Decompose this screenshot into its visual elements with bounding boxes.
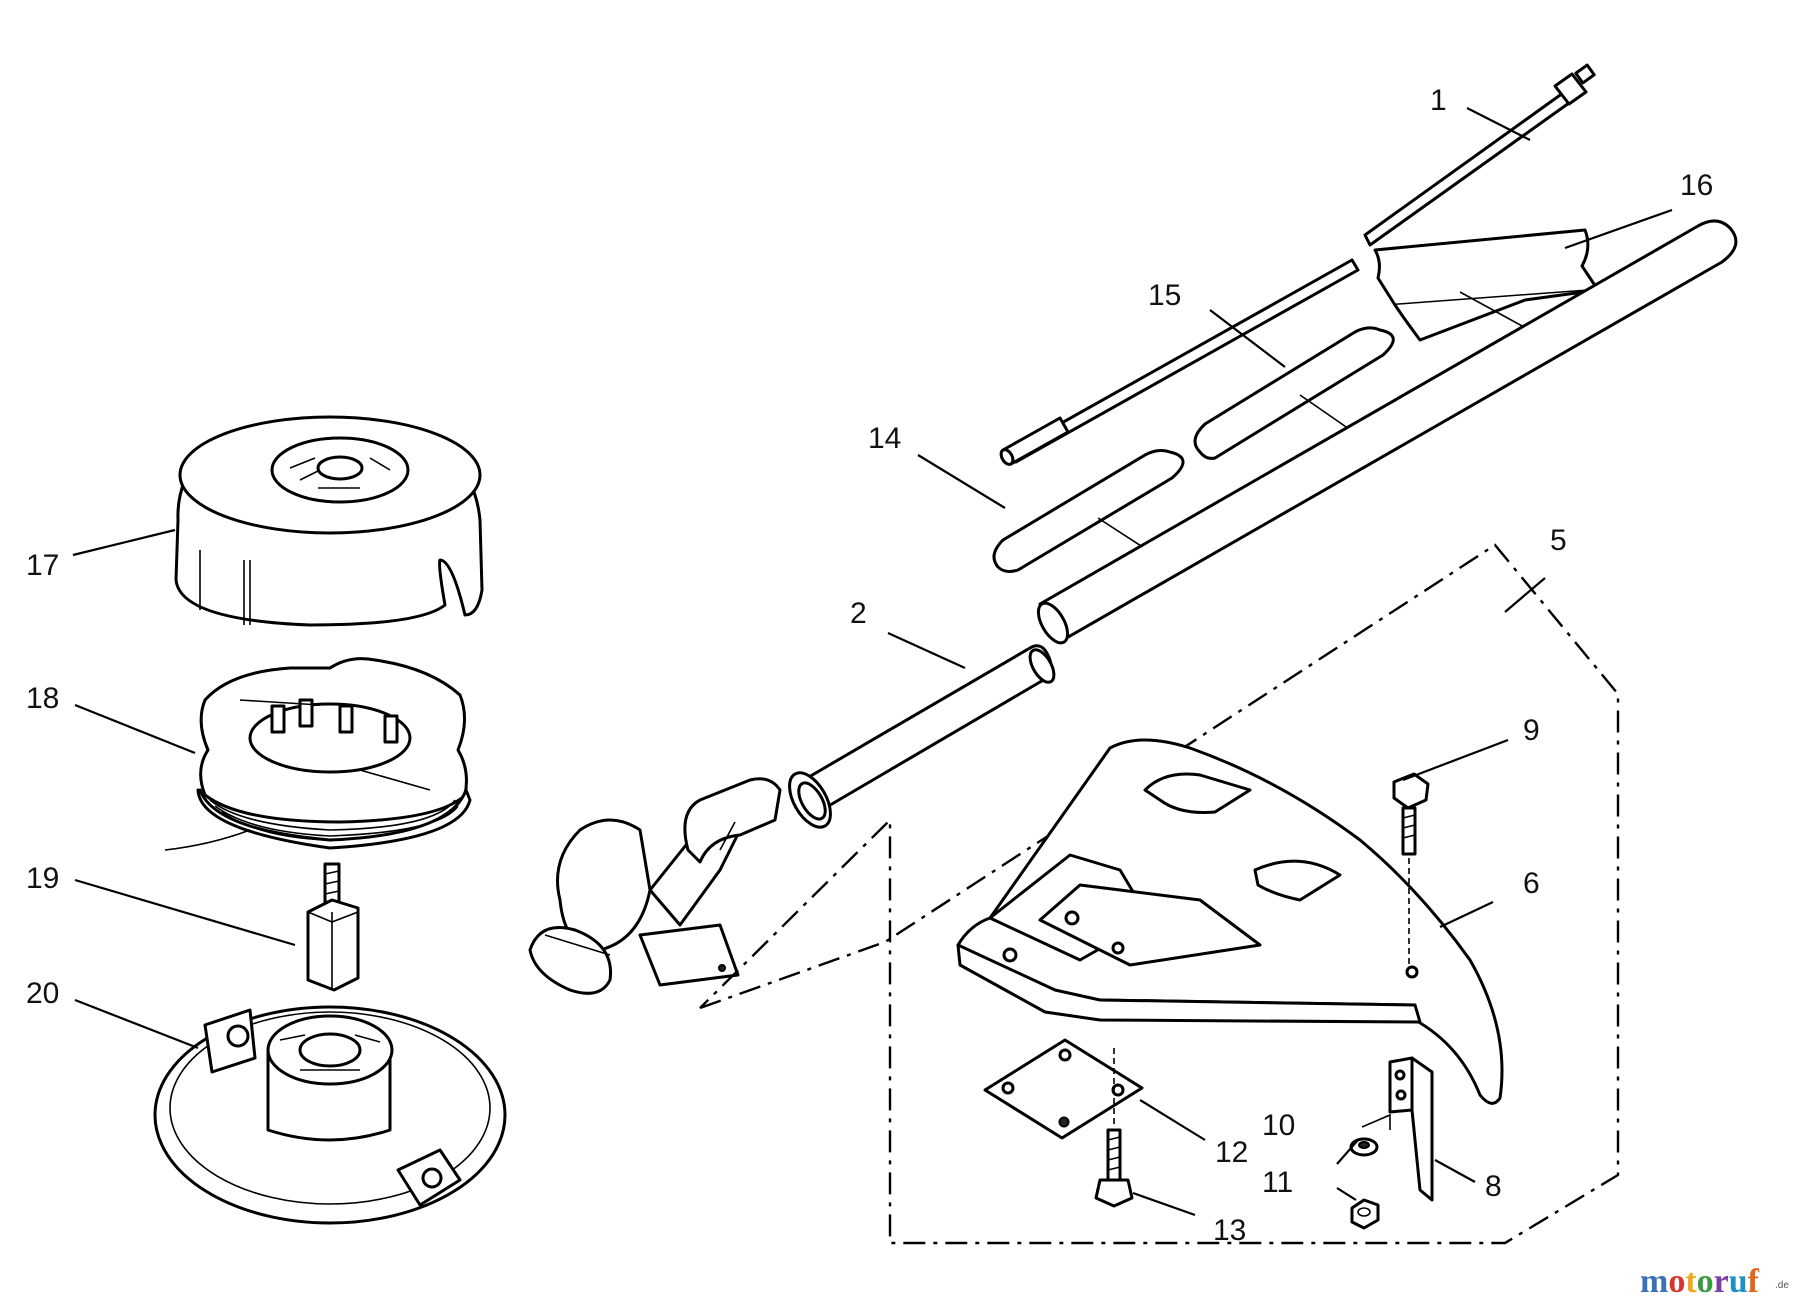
callout-10: 10 xyxy=(1262,1109,1295,1142)
callout-18: 18 xyxy=(26,682,59,715)
callout-1: 1 xyxy=(1430,84,1447,117)
debris-guard-part xyxy=(956,738,1504,1105)
watermark-letter: t xyxy=(1685,1263,1697,1300)
watermark-logo: motoruf .de xyxy=(1640,1263,1789,1300)
bolt-upper-part xyxy=(1392,772,1430,965)
tube-sleeve-part xyxy=(1373,228,1600,342)
callout-15: 15 xyxy=(1148,279,1181,312)
callout-20: 20 xyxy=(26,977,59,1010)
spool-cover-part xyxy=(174,415,484,627)
watermark-letter: o xyxy=(1697,1263,1714,1300)
callout-5: 5 xyxy=(1550,524,1567,557)
svg-text:motoruf: motoruf xyxy=(1640,1263,1760,1300)
trimmer-spool-part xyxy=(164,657,472,851)
leader-lines xyxy=(72,107,1673,1217)
spool-base-part xyxy=(153,1005,507,1225)
callout-19: 19 xyxy=(26,862,59,895)
watermark-letter: f xyxy=(1748,1263,1760,1300)
bolt-lower-part xyxy=(1094,1128,1134,1208)
watermark-suffix: .de xyxy=(1775,1280,1789,1291)
washer-part xyxy=(1349,1113,1391,1157)
watermark-letter: m xyxy=(1640,1263,1668,1300)
callout-2: 2 xyxy=(850,597,867,630)
drive-shaft-part xyxy=(999,63,1596,466)
mounting-plate-part xyxy=(983,1038,1144,1140)
callout-labels: 1 16 15 14 5 2 9 6 10 11 12 8 13 17 18 1… xyxy=(26,84,1713,1247)
outer-tube-part xyxy=(788,219,1738,829)
callout-14: 14 xyxy=(868,422,901,455)
gear-head-part xyxy=(528,777,782,995)
watermark-letter: u xyxy=(1729,1263,1748,1300)
watermark-letter: r xyxy=(1714,1263,1729,1300)
callout-11: 11 xyxy=(1262,1166,1293,1199)
spool-adapter-part xyxy=(306,862,360,992)
callout-16: 16 xyxy=(1680,169,1713,202)
callout-9: 9 xyxy=(1523,714,1540,747)
watermark-letter: o xyxy=(1668,1263,1685,1300)
callout-12: 12 xyxy=(1215,1136,1248,1169)
callout-13: 13 xyxy=(1213,1214,1246,1247)
callout-8: 8 xyxy=(1485,1170,1502,1203)
nut-part xyxy=(1350,1198,1380,1230)
callout-6: 6 xyxy=(1523,867,1540,900)
guard-bracket-part xyxy=(1388,1056,1434,1202)
callout-17: 17 xyxy=(26,549,59,582)
